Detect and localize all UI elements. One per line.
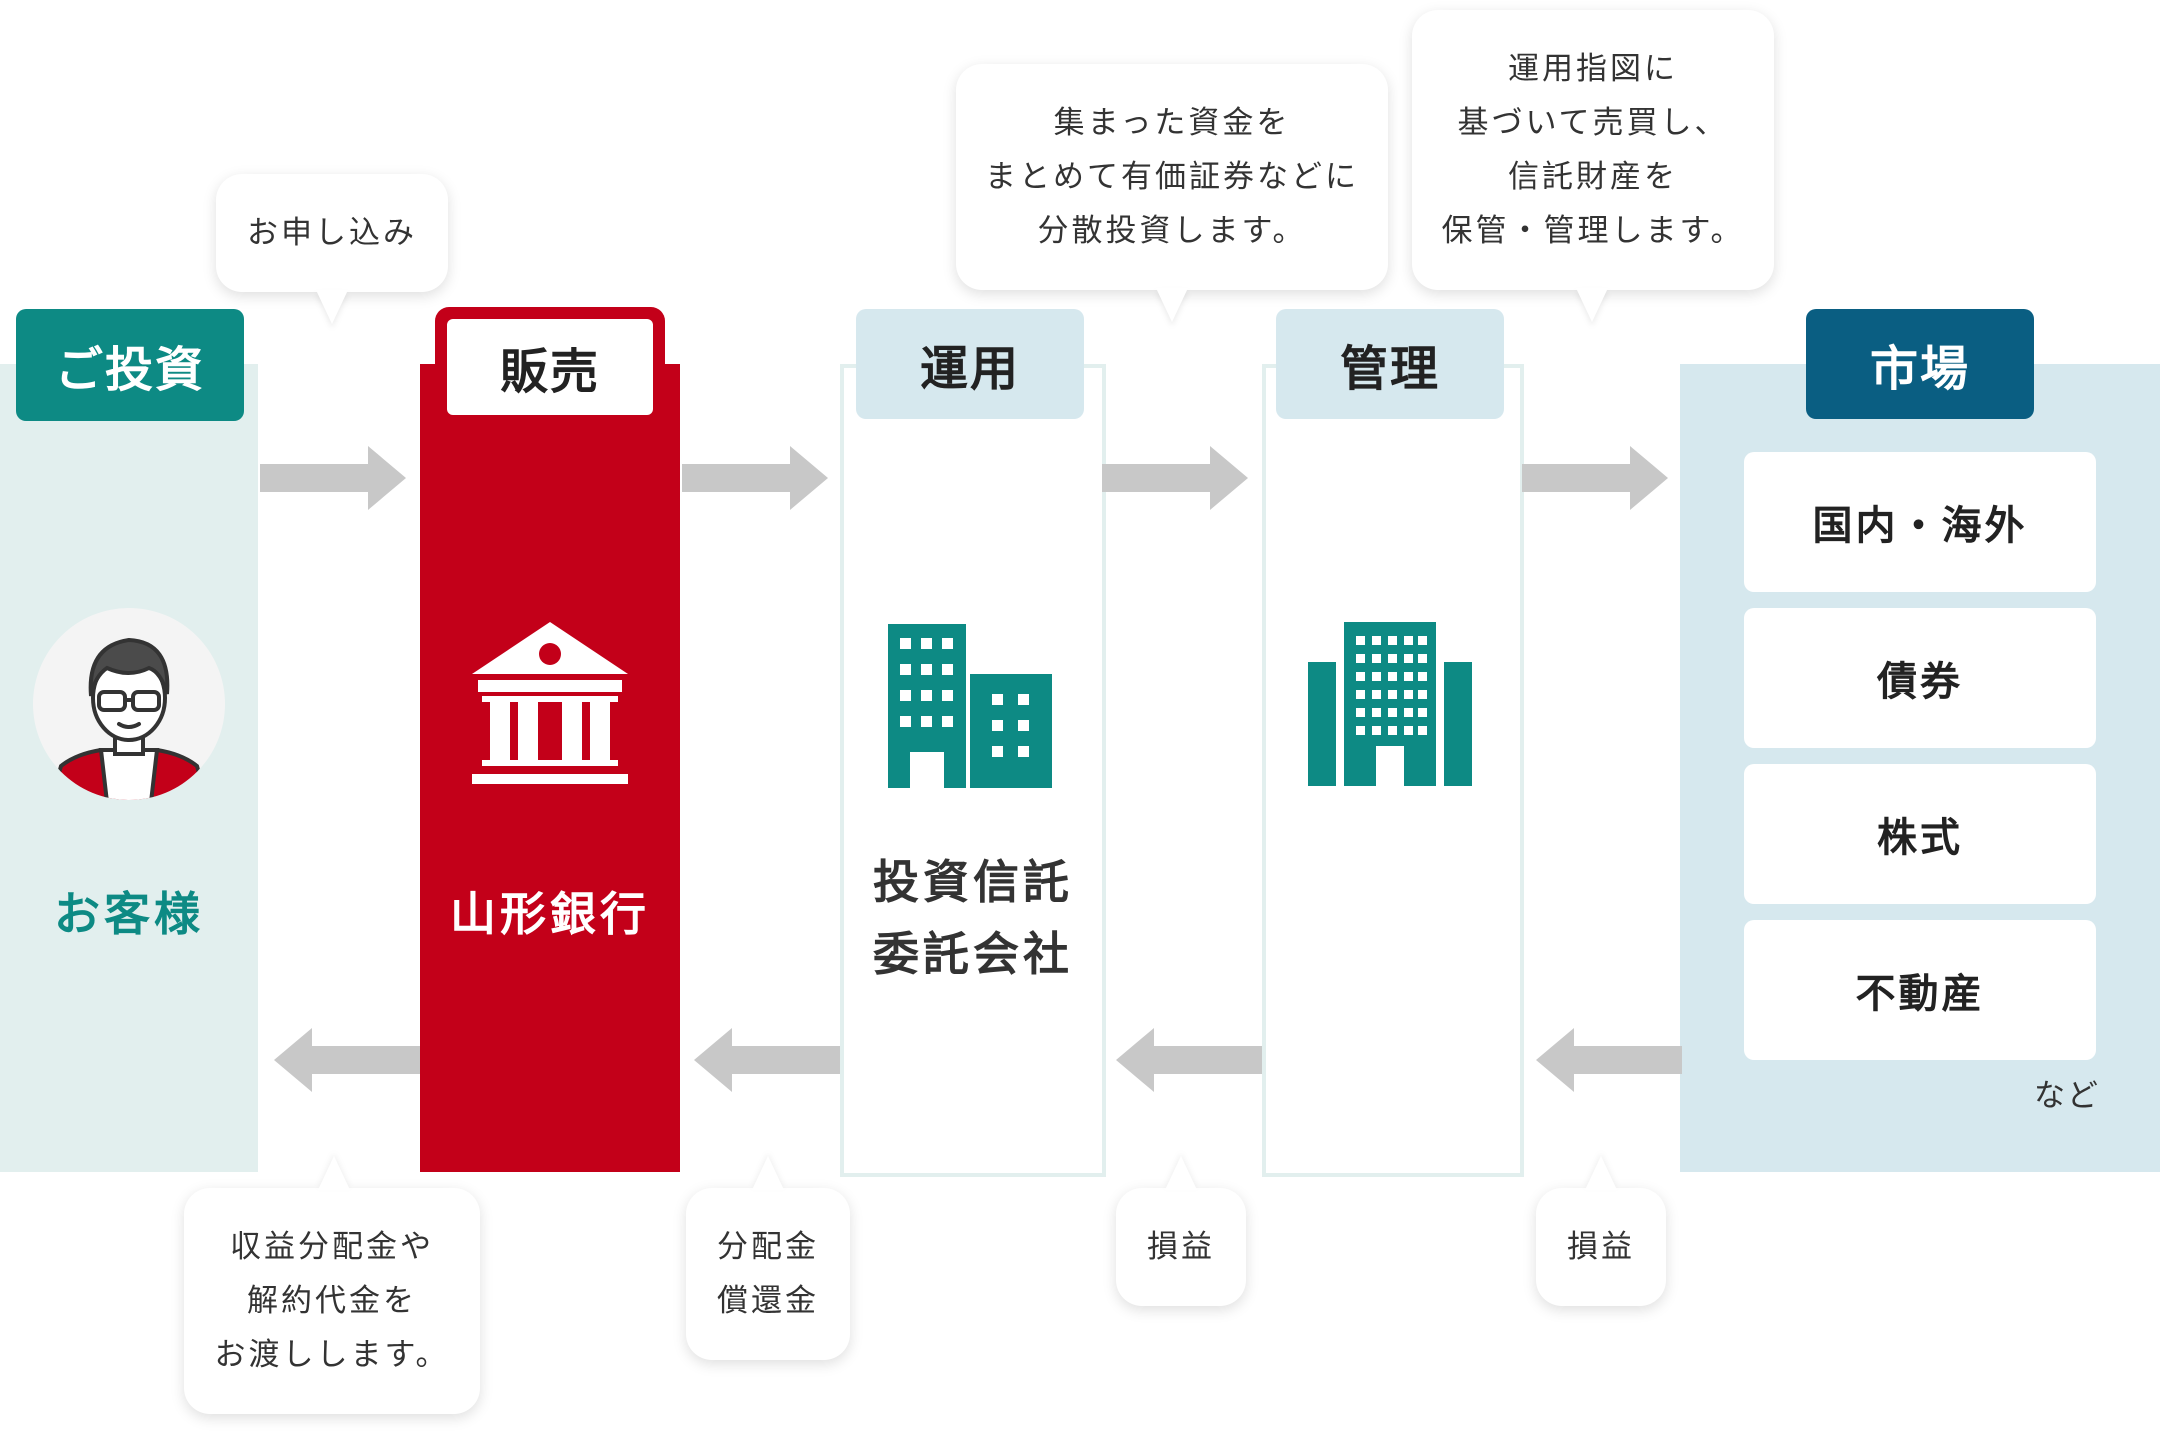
market-item-real-estate: 不動産 [1744, 920, 2096, 1060]
tab-market: 市場 [1806, 309, 2034, 419]
market-item-stocks: 株式 [1744, 764, 2096, 904]
bank-panel [420, 364, 680, 1172]
tab-sales-label: 販売 [447, 319, 653, 415]
customer-label: お客様 [54, 887, 204, 941]
bubble-investment-text: 集まった資金を まとめて有価証券などに 分散投資します。 [985, 105, 1359, 249]
bubble-payout: 収益分配金や 解約代金を お渡しします。 [184, 1156, 480, 1414]
arrow-left-1 [274, 1028, 420, 1092]
tab-investment: ご投資 [16, 309, 244, 421]
bubble-profit-loss-2: 損益 [1536, 1156, 1666, 1306]
arrow-right-2 [682, 446, 828, 510]
arrow-left-4 [1536, 1028, 1682, 1092]
bubble-dividend-text: 分配金 償還金 [717, 1229, 819, 1319]
bubble-profit-loss-2-text: 損益 [1567, 1229, 1635, 1265]
arrow-left-2 [694, 1028, 840, 1092]
management-company-panel [840, 364, 1106, 1177]
tab-sales: 販売 [435, 307, 665, 425]
arrow-right-4 [1522, 446, 1668, 510]
market-item-bonds: 債券 [1744, 608, 2096, 748]
bubble-payout-text: 収益分配金や 解約代金を お渡しします。 [214, 1229, 450, 1373]
office-buildings-icon [888, 624, 1052, 788]
bubble-profit-loss-1: 損益 [1116, 1156, 1246, 1306]
bubble-dividend: 分配金 償還金 [686, 1156, 850, 1360]
bubble-management-text: 運用指図に 基づいて売買し、 信託財産を 保管・管理します。 [1441, 51, 1745, 249]
management-company-label-line1: 投資信託 [873, 855, 1073, 909]
bubble-application: お申し込み [216, 174, 448, 324]
bubble-management: 運用指図に 基づいて売買し、 信託財産を 保管・管理します。 [1412, 10, 1774, 322]
tab-management: 管理 [1276, 309, 1504, 419]
bank-building-icon [468, 618, 632, 788]
market-etc-note: など [2034, 1078, 2100, 1114]
bank-label: 山形銀行 [450, 887, 650, 941]
office-tower-icon [1308, 622, 1472, 786]
bubble-investment: 集まった資金を まとめて有価証券などに 分散投資します。 [956, 64, 1388, 322]
arrow-right-1 [260, 446, 406, 510]
management-company-label-line2: 委託会社 [873, 927, 1073, 981]
bubble-application-text: お申し込み [247, 215, 417, 251]
arrow-right-3 [1102, 446, 1248, 510]
arrow-left-3 [1116, 1028, 1262, 1092]
person-avatar-icon [31, 606, 227, 802]
tab-operation: 運用 [856, 309, 1084, 419]
bubble-profit-loss-1-text: 損益 [1147, 1229, 1215, 1265]
market-item-domestic-overseas: 国内・海外 [1744, 452, 2096, 592]
